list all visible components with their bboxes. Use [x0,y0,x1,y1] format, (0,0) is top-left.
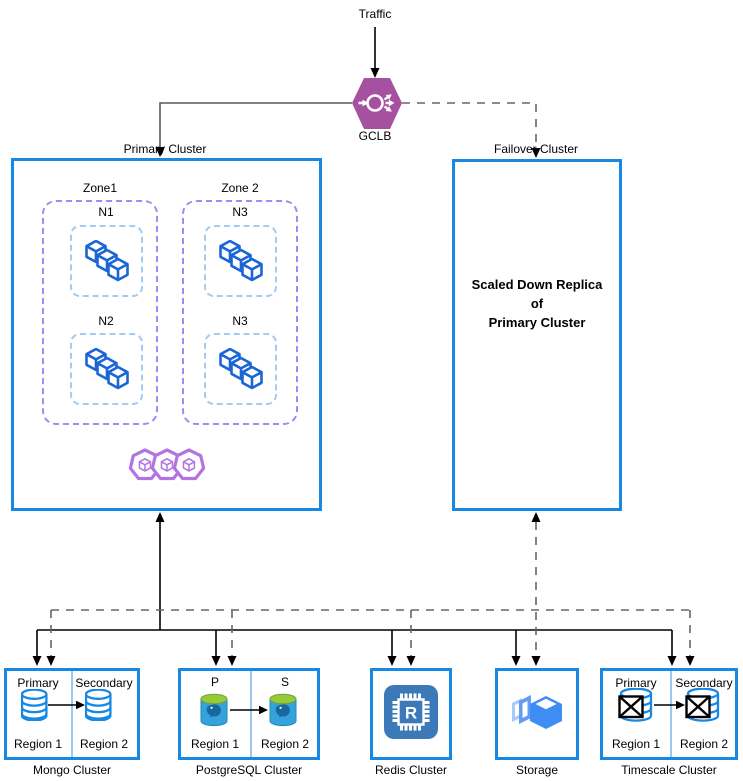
storage-box[interactable] [495,668,579,760]
region-divider [71,671,73,757]
timescale-primary-db-icon [618,688,653,722]
timescale-region-1: Region 1 [611,737,661,751]
mongo-primary-role: Primary [17,676,59,690]
storage-icon [512,695,562,729]
failover-cluster-label: Failover Cluster [493,142,579,156]
postgres-secondary-role: S [280,675,290,689]
pods-icon [83,348,130,390]
pods-icon [83,240,130,282]
node-n2-label: N2 [98,314,114,328]
replication-arrows [48,700,685,715]
primary-to-databases-connectors [32,512,677,666]
storage-label: Storage [515,763,559,777]
mongo-secondary-db-icon [85,689,112,721]
postgres-primary-role: P [210,675,220,689]
pods-icon [217,348,264,390]
timescale-primary-role: Primary [615,676,657,690]
redis-cluster-label: Redis Cluster [374,763,448,777]
timescale-secondary-role: Secondary [675,676,733,690]
traffic-arrow [370,27,380,78]
mongo-region-2: Region 2 [79,737,129,751]
kubernetes-cluster-icon [128,447,206,483]
node-n1-label: N1 [98,205,114,219]
node-n3b-label: N3 [232,314,248,328]
postgresql-cluster-label: PostgreSQL Cluster [195,763,303,777]
zone2-label: Zone 2 [221,181,259,195]
region-divider [670,671,672,757]
node-n3b-box[interactable] [204,333,277,405]
failover-to-databases-connectors [46,512,695,666]
postgres-primary-db-icon [200,693,228,727]
pods-icon [217,240,264,282]
failover-line-3: Primary Cluster [488,314,586,330]
timescale-secondary-db-icon [685,688,720,722]
redis-memorystore-icon: R [384,685,438,739]
zone1-label: Zone1 [82,181,118,195]
mongo-region-1: Region 1 [13,737,63,751]
zone2-box[interactable]: N3 N3 [182,200,298,425]
primary-cluster-label: Primary Cluster [123,142,207,156]
node-n3a-label: N3 [232,205,248,219]
node-n2-box[interactable] [70,333,143,405]
failover-cluster-box[interactable]: Scaled Down Replica of Primary Cluster [452,159,622,511]
mongo-primary-db-icon [21,689,48,721]
failover-line-1: Scaled Down Replica [471,277,603,292]
node-n1-box[interactable] [70,225,143,297]
mongo-cluster-label: Mongo Cluster [32,763,112,777]
load-balancer-icon [352,78,402,129]
zone1-box[interactable]: N1 N2 [42,200,158,425]
failover-description: Scaled Down Replica of Primary Cluster [455,276,619,333]
timescale-cluster-label: Timescale Cluster [621,763,717,777]
node-n3a-box[interactable] [204,225,277,297]
postgres-secondary-db-icon [269,693,297,727]
gclb-label: GCLB [358,129,392,143]
postgresql-cluster-box[interactable]: P S Region 1 Region 2 [178,668,320,760]
mongo-cluster-box[interactable]: Primary Secondary Region 1 Region 2 [4,668,140,760]
postgres-region-1: Region 1 [190,737,240,751]
timescale-cluster-box[interactable]: Primary Secondary Region 1 Region 2 [600,668,738,760]
traffic-label: Traffic [358,7,392,21]
primary-cluster-box[interactable]: Zone1 Zone 2 N1 N2 N3 N3 [11,158,322,511]
postgres-region-2: Region 2 [260,737,310,751]
mongo-secondary-role: Secondary [75,676,133,690]
failover-line-2: of [530,295,544,311]
redis-chip-letter: R [405,704,417,723]
redis-cluster-box[interactable]: R [370,668,452,760]
region-divider [250,671,252,757]
timescale-region-2: Region 2 [679,737,729,751]
